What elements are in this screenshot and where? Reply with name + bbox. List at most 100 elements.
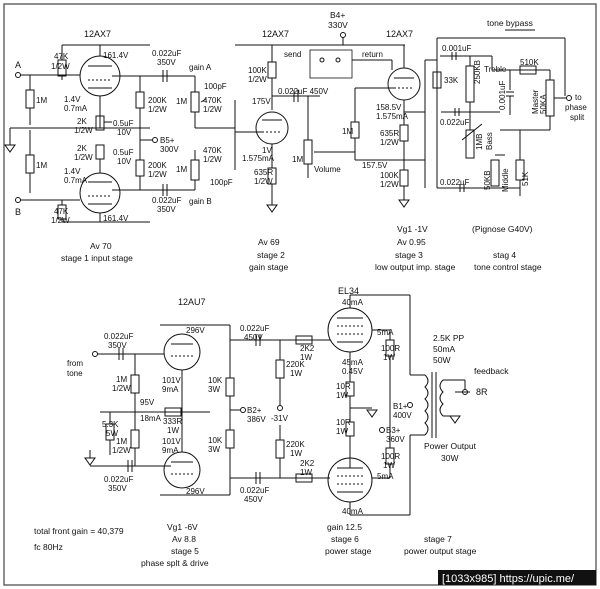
s4-treble: 250KB [473, 60, 482, 84]
s4-c2: 0.022uF [440, 118, 469, 127]
s5-v-bot: 296V [186, 487, 205, 496]
s4-bass: 1MB [475, 134, 484, 150]
watermark: [1033x985] https://upic.me/ [442, 573, 575, 585]
stage2-gain-stage: 12AX7 100K 1/2W 175V 1V 1.575mA 635R 1/2… [235, 29, 355, 272]
input-a-jack[interactable] [15, 72, 21, 78]
s2-rk: 635R [254, 168, 273, 177]
s5-rp2-rating: 3W [208, 445, 220, 454]
stage7-label-2: power output stage [404, 546, 477, 556]
fx-loop-jack[interactable] [309, 49, 353, 79]
middle-label: Middle [501, 168, 510, 192]
s4-to-2: phase [565, 103, 587, 112]
s5-cath-v-top: 101V [162, 376, 181, 385]
s1-grid-r-bot: 1M [36, 161, 47, 170]
stage2-label-2: gain stage [249, 262, 288, 272]
s6-ctop: 0.022uF [240, 324, 269, 333]
s6-rb1-rating: 1W [290, 369, 302, 378]
s1-cout-bot-v: 350V [157, 205, 176, 214]
input-b-jack[interactable] [15, 197, 21, 203]
pignose-label: (Pignose G40V) [472, 224, 533, 234]
middle-pot[interactable] [490, 159, 500, 187]
stage1-label: stage 1 input stage [61, 253, 133, 263]
phase-split-out [566, 95, 572, 101]
return-label: return [362, 50, 383, 59]
s6-rk1: 10R [336, 382, 351, 391]
s1-cath-v-top: 1.4V [64, 95, 81, 104]
output-transformer-primary [424, 374, 429, 436]
s5-rp2: 10K [208, 436, 223, 445]
corner-frequency: fc 80Hz [34, 542, 63, 552]
s1-cout-top: 0.022uF [152, 49, 181, 58]
s1-r1-rating: 1/2W [51, 62, 70, 71]
stage2-gain: Av 69 [258, 237, 280, 247]
s5-cath-i-bot: 9mA [162, 446, 179, 455]
s1-rmix-a: 470K [203, 96, 222, 105]
s3-rbot: 100K [380, 171, 399, 180]
s3-cath-v: 158.5V [376, 103, 402, 112]
s1-ck-bot-v: 10V [117, 157, 132, 166]
s5-cath-v-bot: 101V [162, 437, 181, 446]
s6-rg2: 2K2 [300, 459, 315, 468]
s5-cin: 0.022uF [104, 332, 133, 341]
s1-c-a: 100pF [204, 82, 227, 91]
s5-rp1: 10K [208, 376, 223, 385]
s1-rmix-b: 470K [203, 146, 222, 155]
s2-rp-rating: 1/2W [248, 75, 267, 84]
s1-ck-top: 0.5uF [113, 119, 134, 128]
power-output-label: Power Output [424, 441, 477, 451]
s1-cath-i-bot: 0.7mA [64, 176, 88, 185]
s1-r1-value: 47K [54, 52, 69, 61]
b5-voltage: 300V [160, 145, 179, 154]
output-transformer-secondary [439, 379, 444, 417]
stage7-output-stage: 2.5K PP 50mA 50W feedback 8R B1+ 400V B3… [379, 295, 509, 556]
b3-voltage: 360V [386, 435, 405, 444]
b4-terminal [340, 32, 346, 38]
s5-v-top: 296V [186, 326, 205, 335]
stage3-label-2: low output imp. stage [375, 262, 456, 272]
s6-ma-bot: 40mA [342, 507, 364, 516]
stage6-gain: gain 12.5 [327, 522, 362, 532]
s6-rk1-rating: 1W [336, 391, 348, 400]
stage6-tube-label: EL34 [338, 286, 359, 296]
s5-from-2: tone [67, 369, 83, 378]
s3-rk-rating: 1/2W [380, 138, 399, 147]
s6-rs2-rating: 1W [383, 461, 395, 470]
s1-rk-top-rating: 1/2W [74, 126, 93, 135]
s1-ck-bot: 0.5uF [113, 148, 134, 157]
s1-v-plate-bot: 161.4V [103, 214, 129, 223]
s7-spec-3: 50W [433, 355, 450, 365]
b4-voltage: 330V [328, 20, 348, 30]
s4-to-1: to [575, 93, 582, 102]
s6-rs2: 100R [381, 452, 400, 461]
s6-ma45: 45mA [342, 358, 364, 367]
b1-label: B1+ [393, 402, 408, 411]
input-b-label: B [15, 207, 21, 217]
s1-rp-top: 200K [148, 96, 167, 105]
feedback-label: feedback [474, 366, 509, 376]
b2-label: B2+ [247, 406, 262, 415]
s4-c1: 0.001uF [442, 44, 471, 53]
stage5-label-1: stage 5 [171, 546, 199, 556]
from-tone-input [92, 351, 98, 357]
bass-pot[interactable] [465, 129, 475, 159]
stage6-power-stage: 0.022uF 450V 2K2 1W 220K 1W -31V 220K 1W… [230, 286, 410, 556]
s1-grid-r-top: 1M [36, 96, 47, 105]
s2-rp: 100K [248, 66, 267, 75]
gain-b-label: gain B [189, 197, 212, 206]
stage5-tube-label: 12AU7 [178, 297, 206, 307]
s1-ck-top-v: 10V [117, 128, 132, 137]
s5-cgnd-v: 350V [108, 484, 127, 493]
s1-r2-value: 47K [54, 207, 69, 216]
b2-terminal [240, 407, 246, 413]
stage1-gain: Av 70 [90, 241, 112, 251]
s1-pot-a: 1M [176, 97, 187, 106]
s1-pot-b: 1M [176, 165, 187, 174]
s1-rk-bot-rating: 1/2W [74, 153, 93, 162]
stage1-input-stage: 12AX7 47K 1/2W 161.4V A 1M 1.4V 0.7mA 2K… [4, 29, 236, 263]
b1-terminal [407, 402, 413, 408]
s3-rgrid: 1M [342, 127, 353, 136]
s1-cout-bot: 0.022uF [152, 196, 181, 205]
s6-rb2: 220K [286, 440, 305, 449]
volume-label: Volume [314, 165, 341, 174]
